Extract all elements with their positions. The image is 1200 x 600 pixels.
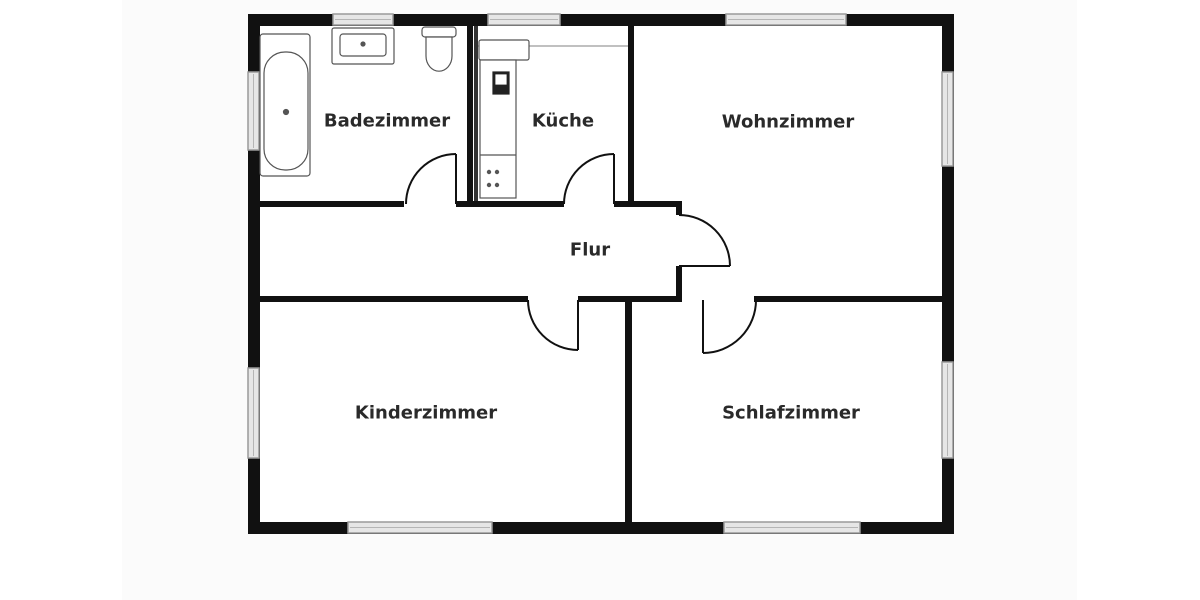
bathtub [259, 33, 311, 177]
stove [486, 169, 500, 188]
wall-kitchen-inner [474, 26, 478, 204]
wall-bath-bottom-a [254, 201, 404, 207]
room-label-bathroom: Badezimmer [323, 110, 451, 132]
wall-kitchen-bottom-b [614, 201, 680, 207]
door-kids [527, 299, 579, 351]
room-label-bedroom: Schlafzimmer [722, 402, 860, 424]
wall-flur-living-b [676, 266, 682, 300]
toilet [421, 26, 457, 72]
wall-bath-kitchen [467, 20, 473, 206]
window-glass-lines [253, 19, 948, 528]
wall-flur-bottom-b [578, 296, 682, 302]
interior-walls [254, 20, 944, 524]
room-label-hallway: Flur [569, 239, 611, 261]
wall-flur-bottom-a [254, 296, 528, 302]
wall-kids-bedroom [625, 302, 632, 524]
door-kitchen [563, 153, 615, 205]
range-hood [478, 39, 530, 61]
doors [405, 153, 757, 354]
wall-bath-bottom-b [456, 201, 476, 207]
floor-area [254, 20, 948, 528]
sink [331, 27, 395, 65]
kitchen-fixtures [478, 39, 628, 199]
room-label-kitchen: Küche [531, 110, 595, 132]
room-label-kids: Kinderzimmer [354, 402, 498, 424]
wall-living-bottom [754, 296, 944, 302]
room-label-living: Wohnzimmer [721, 111, 855, 133]
door-living [678, 214, 731, 267]
wall-flur-living-a [676, 201, 682, 215]
wall-kitchen-bottom-a [474, 201, 564, 207]
door-bathroom [405, 153, 457, 205]
bathroom-fixtures [259, 26, 457, 177]
wall-kitchen-living [628, 20, 634, 206]
door-bedroom [702, 299, 757, 354]
